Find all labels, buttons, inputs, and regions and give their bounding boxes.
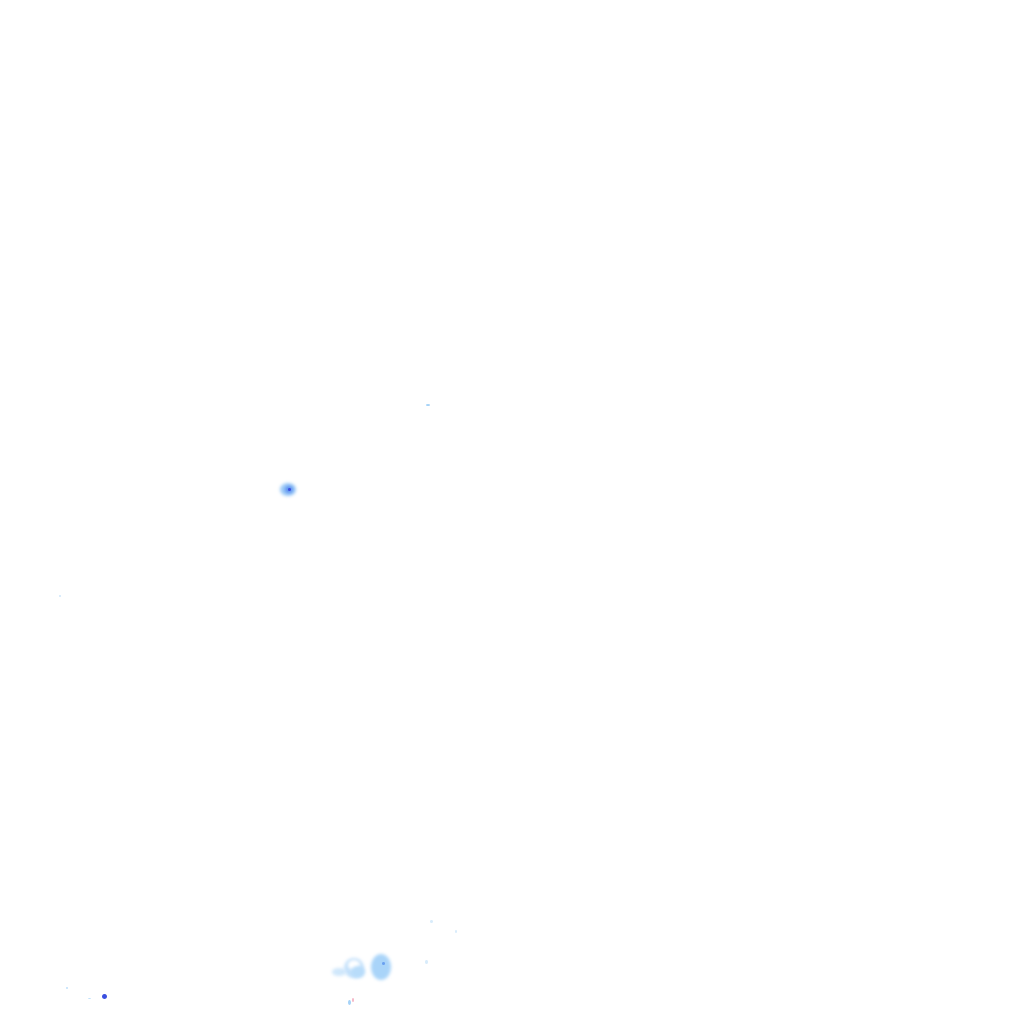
radar-map-tile[interactable] <box>0 0 1024 1024</box>
